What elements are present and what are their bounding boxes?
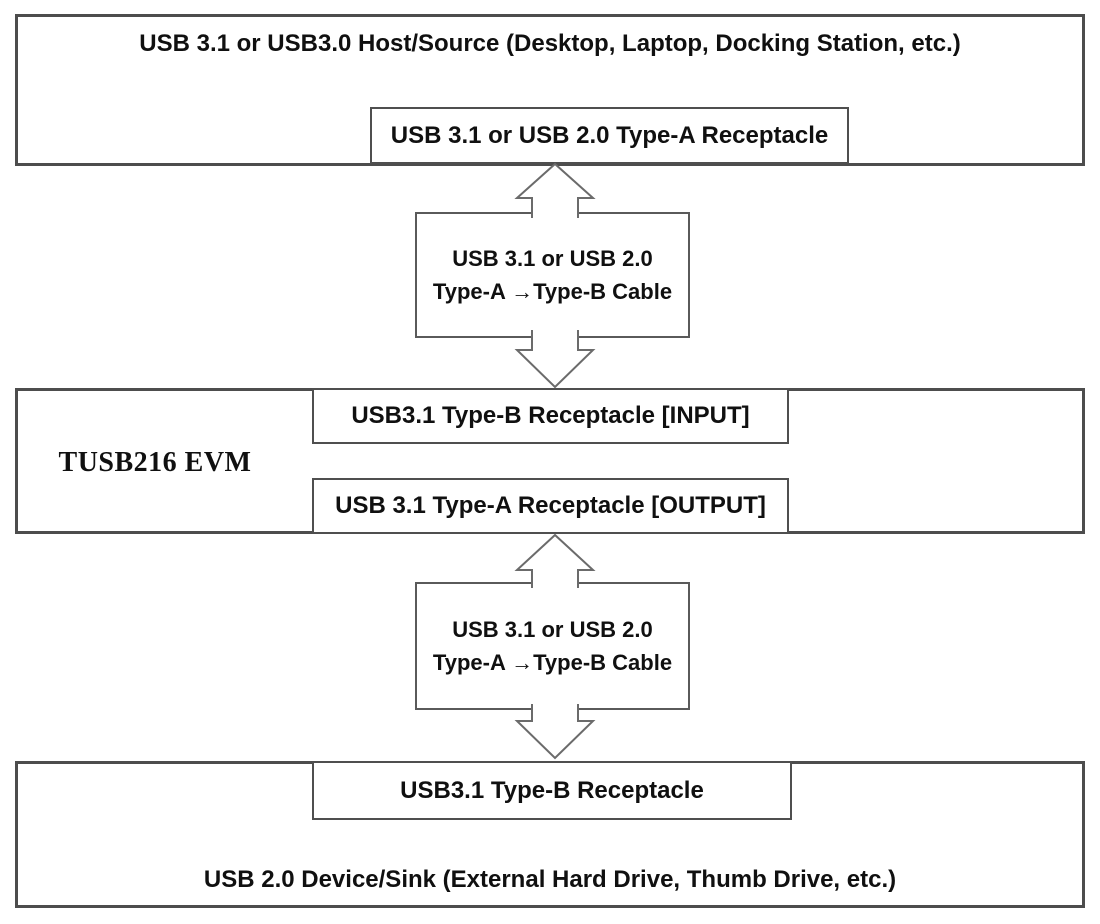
cable-bottom-line2: Type-A →Type-B Cable <box>432 650 673 675</box>
evm-output-receptacle-box: USB 3.1 Type-A Receptacle [OUTPUT] <box>312 478 789 534</box>
cable-box-bottom: USB 3.1 or USB 2.0 Type-A →Type-B Cable <box>415 582 690 710</box>
cable-top-line1: USB 3.1 or USB 2.0 <box>452 246 653 271</box>
down-block-arrow-icon <box>514 330 596 389</box>
host-source-title: USB 3.1 or USB3.0 Host/Source (Desktop, … <box>139 30 961 57</box>
device-type-b-receptacle-box: USB3.1 Type-B Receptacle <box>312 761 792 820</box>
evm-input-receptacle-box: USB3.1 Type-B Receptacle [INPUT] <box>312 388 789 444</box>
device-sink-title: USB 2.0 Device/Sink (External Hard Drive… <box>203 866 897 893</box>
cable-top-line2: Type-A →Type-B Cable <box>432 279 673 304</box>
cable-bottom-line1: USB 3.1 or USB 2.0 <box>452 617 653 642</box>
up-block-arrow-icon <box>514 533 596 588</box>
up-block-arrow-icon <box>514 162 596 218</box>
down-block-arrow-icon <box>514 704 596 760</box>
cable-box-top: USB 3.1 or USB 2.0 Type-A →Type-B Cable <box>415 212 690 338</box>
tusb216-evm-label: TUSB216 EVM <box>58 447 252 478</box>
host-type-a-receptacle-box: USB 3.1 or USB 2.0 Type-A Receptacle <box>370 107 849 164</box>
